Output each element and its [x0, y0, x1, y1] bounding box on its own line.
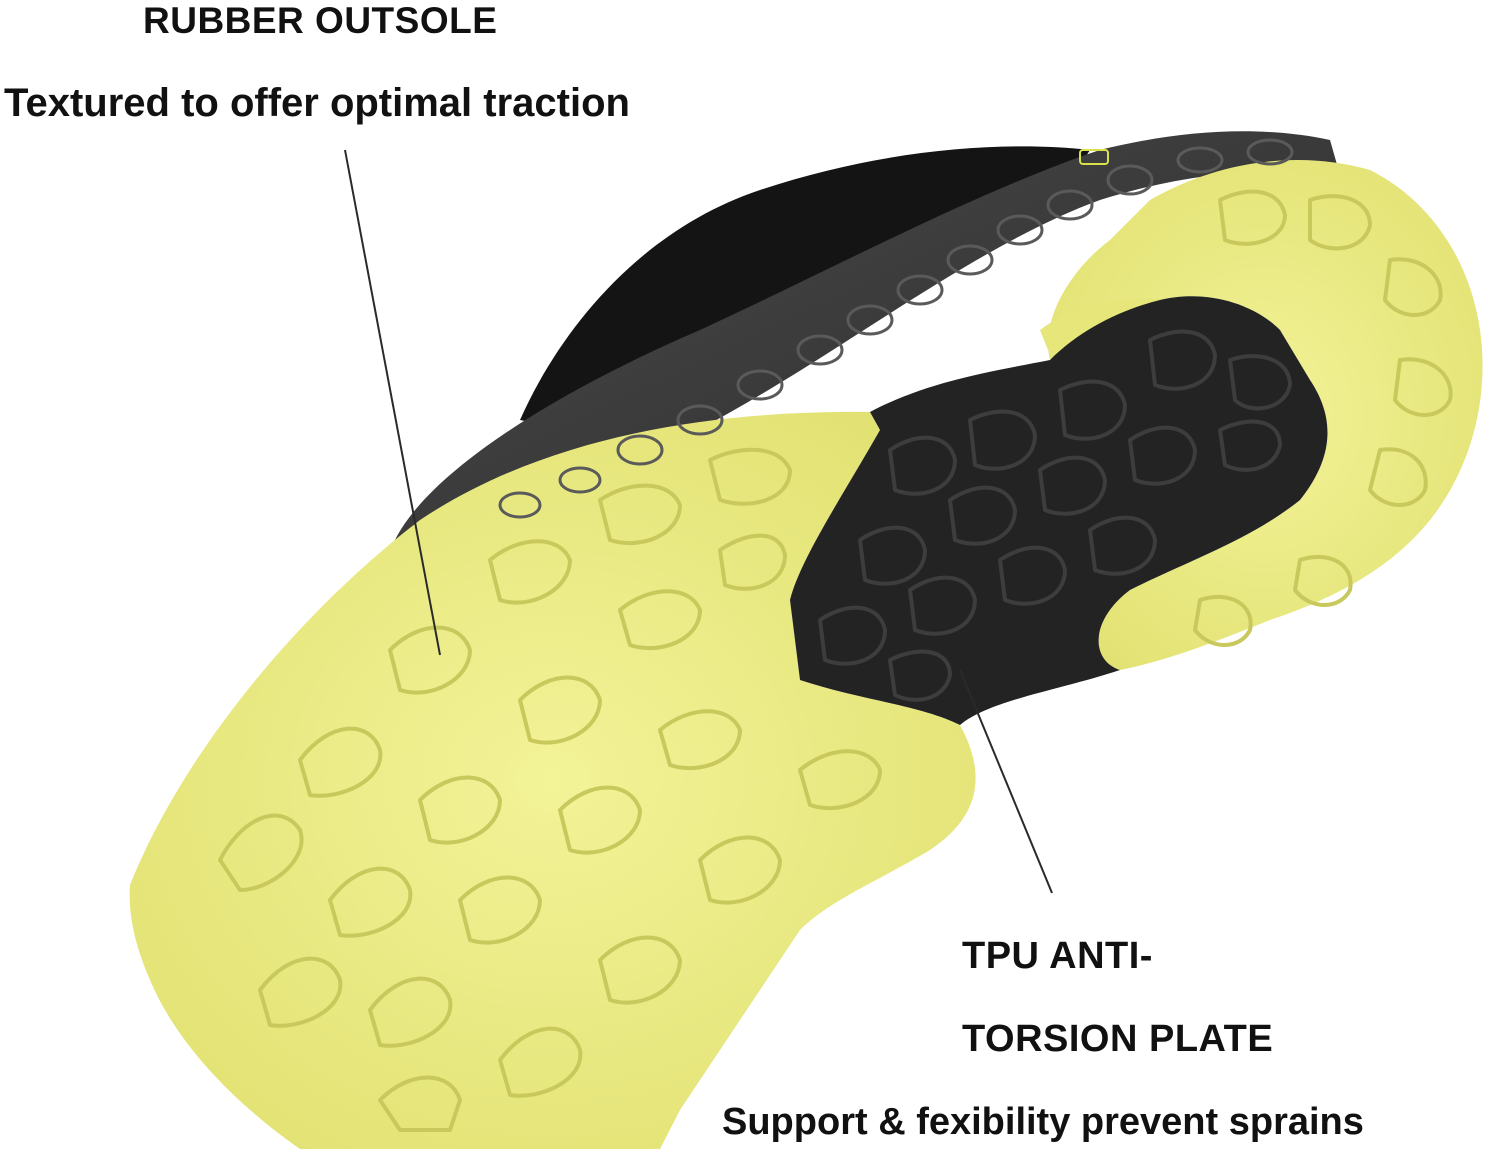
brand-logo: [1079, 149, 1109, 165]
tpu-plate-description: Support & fexibility prevent sprains: [722, 1101, 1364, 1143]
tpu-plate-title-line2: TORSION PLATE: [962, 1018, 1274, 1060]
tpu-plate-pattern: [818, 329, 1292, 702]
forefoot-outsole: [129, 411, 976, 1149]
tread-pattern: [218, 447, 882, 1132]
outsole-leader-line: [344, 149, 441, 656]
heel-tread-pattern: [1193, 189, 1453, 647]
midsole-texture: [498, 138, 1294, 519]
outsole-description: Textured to offer optimal traction: [4, 81, 630, 125]
tpu-plate-title-line1: TPU ANTI-: [962, 935, 1153, 977]
outsole-title: RUBBER OUTSOLE: [143, 0, 498, 41]
tpu-leader-line: [959, 669, 1053, 894]
tpu-plate: [790, 296, 1328, 725]
